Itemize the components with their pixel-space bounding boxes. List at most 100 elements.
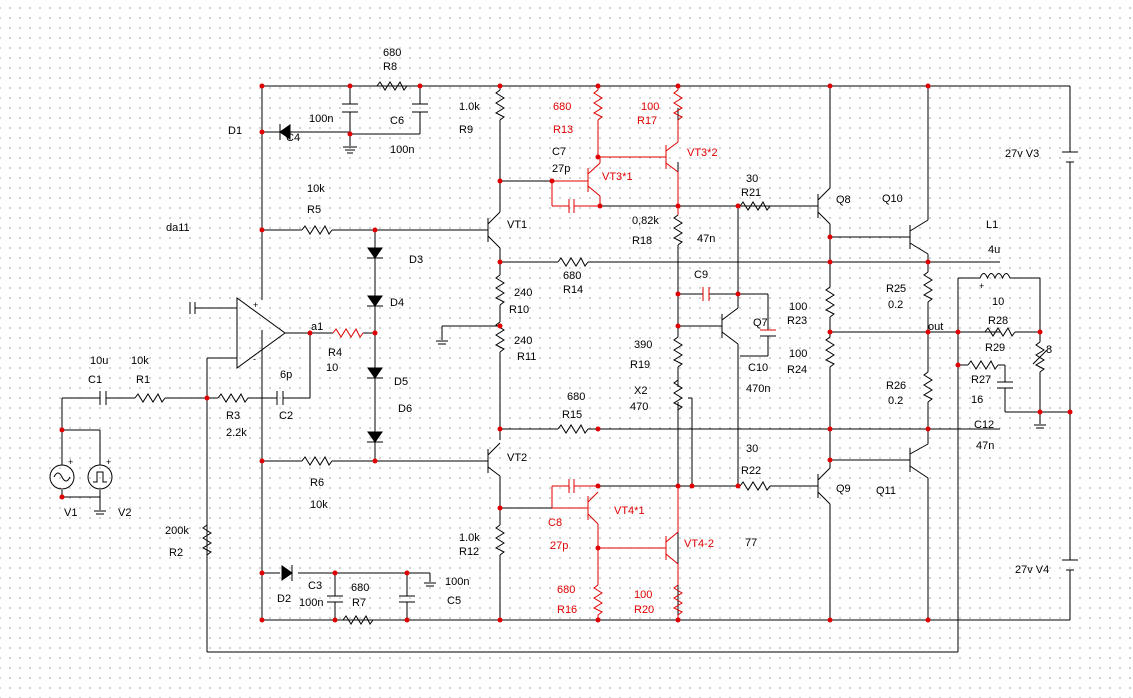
label-r4-name: R4 xyxy=(328,347,342,359)
label-r28-val: 10 xyxy=(992,296,1004,308)
label-r5-name: R5 xyxy=(307,204,321,216)
label-r3-val: 2.2k xyxy=(226,427,247,439)
label-r4-val: 10 xyxy=(326,362,338,374)
svg-text:-: - xyxy=(253,354,256,364)
label-l1-val: 4u xyxy=(988,244,1000,256)
label-a1: a1 xyxy=(311,321,323,333)
label-r29-val: 8 xyxy=(1046,344,1052,356)
label-r13-val: 680 xyxy=(553,101,571,113)
label-vt31: VT3*1 xyxy=(602,171,633,183)
svg-text:+: + xyxy=(68,457,73,467)
label-r18-val: 0,82k xyxy=(632,215,659,227)
svg-text:+: + xyxy=(253,300,258,310)
label-v4: 27v V4 xyxy=(1015,564,1049,576)
label-r20-val: 100 xyxy=(634,589,652,601)
highlighted-components xyxy=(332,86,776,620)
label-r17-name: R17 xyxy=(637,115,657,127)
label-r6-name: R6 xyxy=(310,477,324,489)
label-r14-name: R14 xyxy=(563,284,583,296)
label-c8-name: C8 xyxy=(548,517,562,529)
label-c1-name: C1 xyxy=(88,374,102,386)
label-r29-name: R29 xyxy=(985,342,1005,354)
label-r3-name: R3 xyxy=(226,410,240,422)
label-c4-val: 100n xyxy=(309,113,333,125)
label-c9: C9 xyxy=(694,269,708,281)
svg-text:+: + xyxy=(106,457,111,467)
label-r15-val: 680 xyxy=(567,391,585,403)
label-r13-name: R13 xyxy=(553,124,573,136)
label-c12-name: C12 xyxy=(974,419,994,431)
label-d3: D3 xyxy=(409,254,423,266)
label-q7: Q7 xyxy=(753,317,768,329)
label-c5-val: 100n xyxy=(445,576,469,588)
label-d4: D4 xyxy=(390,297,404,309)
label-c-47n: 47n xyxy=(697,233,715,245)
label-r8-val: 680 xyxy=(383,47,401,59)
label-c6-name: C6 xyxy=(390,115,404,127)
label-c3-name: C3 xyxy=(308,580,322,592)
label-c4-name: C4 xyxy=(286,132,300,144)
label-da11: da11 xyxy=(166,222,190,234)
label-c7-name: C7 xyxy=(552,146,566,158)
label-c12-val: 47n xyxy=(976,440,994,452)
label-c7-val: 27p xyxy=(552,163,570,175)
label-c2-val: 6p xyxy=(280,369,292,381)
label-v1: V1 xyxy=(64,507,77,519)
label-r7-val: 680 xyxy=(351,582,369,594)
label-r9-name: R9 xyxy=(459,124,473,136)
polarity-marks: + - + + + xyxy=(68,281,984,467)
label-r17-val: 100 xyxy=(641,101,659,113)
label-r21-name: R21 xyxy=(741,187,761,199)
label-n77: 77 xyxy=(745,537,757,549)
label-r7-name: R7 xyxy=(352,597,366,609)
label-r6-val: 10k xyxy=(310,499,328,511)
label-c2-name: C2 xyxy=(279,410,293,422)
label-c10-val: 470n xyxy=(746,383,770,395)
label-r18-name: R18 xyxy=(632,235,652,247)
label-r1-val: 10k xyxy=(131,355,149,367)
label-x2-name: X2 xyxy=(634,385,647,397)
label-r21-val: 30 xyxy=(746,173,758,185)
label-vt32: VT3*2 xyxy=(687,147,718,159)
label-r2-name: R2 xyxy=(169,547,183,559)
label-d1: D1 xyxy=(228,125,242,137)
label-q8: Q8 xyxy=(836,194,851,206)
label-q9: Q9 xyxy=(836,483,851,495)
label-r24-val: 100 xyxy=(789,348,807,360)
label-out: out xyxy=(928,321,943,333)
label-x2-val: 470 xyxy=(630,401,648,413)
label-v2: V2 xyxy=(118,507,131,519)
label-r20-name: R20 xyxy=(634,604,654,616)
label-r28-name: R28 xyxy=(988,315,1008,327)
label-r22-val: 30 xyxy=(746,443,758,455)
label-v3: 27v V3 xyxy=(1005,148,1039,160)
label-r9-val: 1.0k xyxy=(459,101,480,113)
label-c5-name: C5 xyxy=(447,595,461,607)
label-r26-val: 0.2 xyxy=(888,395,903,407)
label-vt2: VT2 xyxy=(507,452,527,464)
label-r27-val: 16 xyxy=(971,394,983,406)
label-c10-name: C10 xyxy=(748,362,768,374)
label-c3-val: 100n xyxy=(299,597,323,609)
label-d6: D6 xyxy=(398,403,412,415)
label-r10-val: 240 xyxy=(514,287,532,299)
label-r14-val: 680 xyxy=(563,270,581,282)
label-r16-name: R16 xyxy=(557,604,577,616)
label-r11-name: R11 xyxy=(517,351,536,363)
label-d2: D2 xyxy=(277,593,291,605)
label-r24-name: R24 xyxy=(787,364,807,376)
label-r19-name: R19 xyxy=(630,359,650,371)
label-r22-name: R22 xyxy=(741,465,761,477)
label-q10: Q10 xyxy=(882,193,903,205)
label-vt42: VT4-2 xyxy=(684,538,714,550)
label-r27-name: R27 xyxy=(971,374,991,386)
label-vt41: VT4*1 xyxy=(614,505,645,517)
label-r19-val: 390 xyxy=(634,339,652,351)
label-r26-name: R26 xyxy=(886,380,906,392)
label-c8-val: 27p xyxy=(550,540,568,552)
label-d5: D5 xyxy=(394,376,408,388)
label-c1-val: 10u xyxy=(90,355,108,367)
label-r25-name: R25 xyxy=(886,283,906,295)
